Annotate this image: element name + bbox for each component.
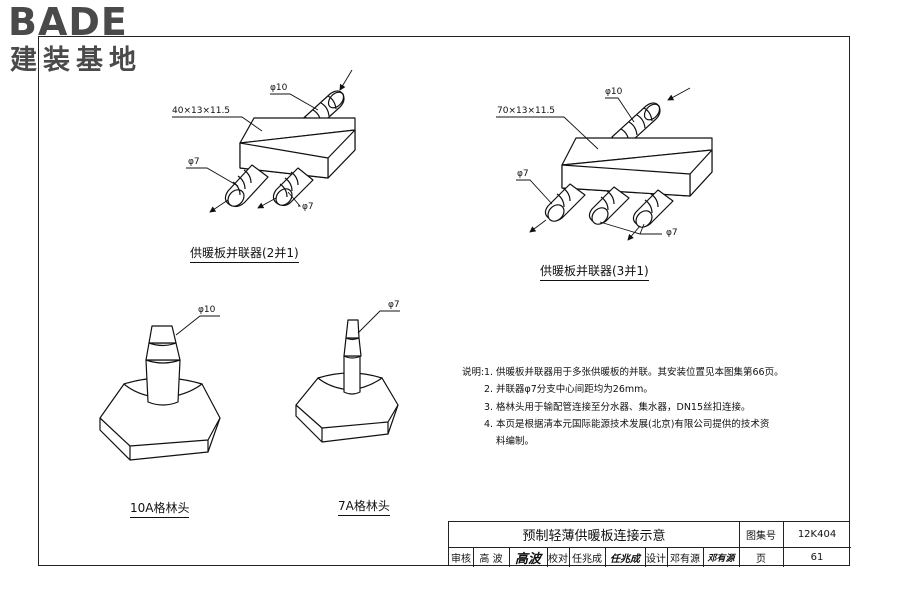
fitting-10a [99, 325, 221, 461]
atlas-label: 图集号 [746, 531, 776, 542]
checker-signature: 任兆成 [610, 553, 640, 565]
fitting-7a [295, 319, 399, 443]
note-item: 2.并联器φ7分支中心间距均为26mm。 [484, 384, 653, 396]
drawing-frame [38, 36, 850, 566]
caption-fitting-10a: 10A格林头 [130, 499, 190, 518]
branch-pipe-1 [544, 183, 586, 222]
atlas-number: 12K404 [797, 529, 837, 540]
caption-manifold-3to1: 供暖板并联器(3并1) [540, 262, 649, 281]
branch-diameter-label: φ7 [666, 228, 678, 238]
pipe-diameter-label: φ7 [388, 300, 400, 310]
logo-subtitle: 建装基地 [10, 45, 142, 76]
note-item: 4.本页是根据清本元国际能源技术发展(北京)有限公司提供的技术资 [484, 418, 770, 430]
drawing-title: 预制轻薄供暖板连接示意 [522, 529, 666, 544]
note-item: 料编制。 [496, 436, 535, 448]
branch-diameter-label: φ7 [517, 169, 529, 179]
notes-block: 说明: 1.供暖板并联器用于多张供暖板的并联。其安装位置见本图集第66页。 2.… [462, 364, 852, 450]
size-label: 40×13×11.5 [172, 106, 231, 116]
inlet-diameter-label: φ10 [270, 83, 288, 93]
check-label: 校对 [548, 553, 568, 565]
notes-heading: 说明: [462, 367, 485, 378]
title-block: 预制轻薄供暖板连接示意 图集号 12K404 审核 高 波 高波 校对 任兆成 … [448, 521, 851, 567]
reviewer-name: 高 波 [479, 553, 503, 565]
manifold-2to1 [224, 90, 356, 208]
reviewer-signature: 高波 [514, 551, 541, 567]
note-item: 3.格林头用于输配管连接至分水器、集水器，DN15丝扣连接。 [484, 401, 751, 413]
note-item: 1.供暖板并联器用于多张供暖板的并联。其安装位置见本图集第66页。 [484, 367, 784, 378]
branch-pipe-3 [632, 189, 674, 228]
page-label: 页 [756, 553, 766, 565]
manifold-3to1 [544, 102, 713, 228]
caption-fitting-7a: 7A格林头 [338, 497, 390, 516]
manifold-body [561, 137, 713, 197]
bade-logo: BADE 建装基地 [8, 2, 178, 82]
checker-name: 任兆成 [572, 553, 602, 565]
designer-signature: 邓有源 [707, 553, 735, 564]
inlet-diameter-label: φ10 [605, 87, 623, 97]
branch-diameter-label: φ7 [302, 202, 314, 212]
logo-wordmark: BADE [8, 0, 128, 44]
branch-pipe-right [272, 167, 314, 207]
branch-pipe-left [224, 164, 269, 208]
caption-manifold-2to1: 供暖板并联器(2并1) [190, 244, 299, 263]
branch-pipe-2 [588, 186, 630, 225]
designer-name: 邓有源 [670, 553, 700, 565]
review-label: 审核 [451, 553, 471, 565]
pipe-diameter-label: φ10 [198, 305, 216, 315]
page-number: 61 [810, 551, 824, 563]
design-label: 设计 [646, 553, 666, 565]
manifold-body [239, 117, 356, 179]
branch-diameter-label: φ7 [188, 157, 200, 167]
size-label: 70×13×11.5 [497, 106, 556, 116]
